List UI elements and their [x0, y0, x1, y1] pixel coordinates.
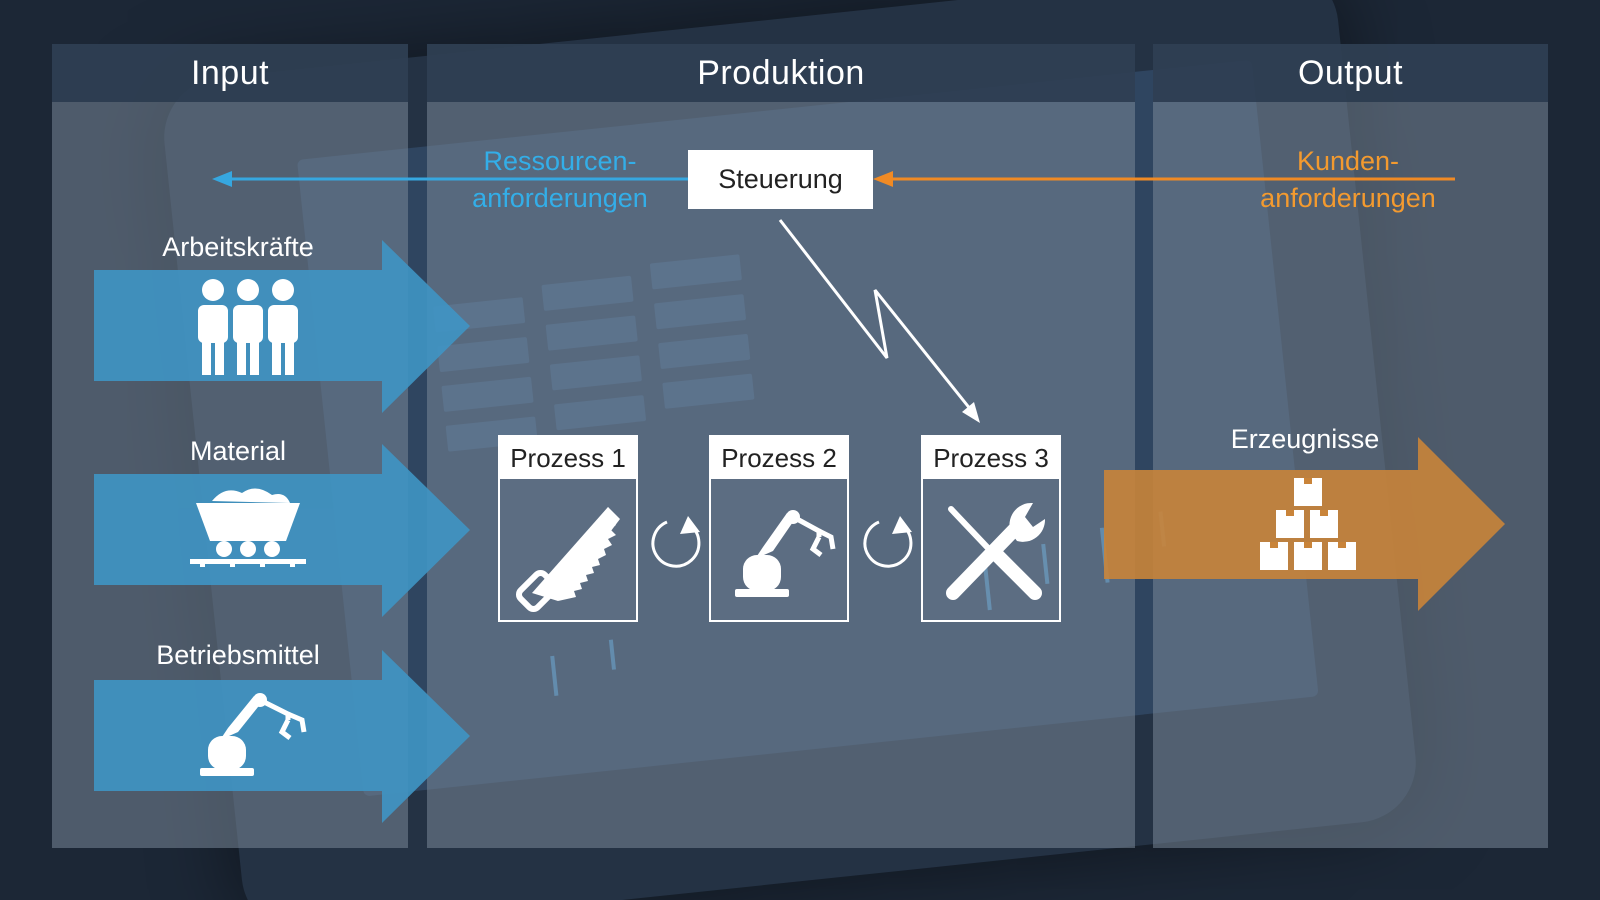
- customer-arrowhead: [873, 171, 893, 187]
- robot-arm-icon: [200, 693, 307, 776]
- output-arrow: [1104, 437, 1505, 611]
- saw-icon: [515, 507, 620, 613]
- process-2-box: Prozess 2: [709, 435, 849, 622]
- robot-arm-icon: [735, 510, 836, 597]
- resource-arrowhead: [212, 171, 232, 187]
- workers-icon: [198, 279, 298, 375]
- process-1-label: Prozess 1: [500, 437, 636, 479]
- process-3-box: Prozess 3: [921, 435, 1061, 622]
- output-label: Erzeugnisse: [1230, 424, 1380, 454]
- process-1-box: Prozess 1: [498, 435, 638, 622]
- wrench-screwdriver-icon: [946, 502, 1046, 600]
- control-signal-line: [778, 219, 977, 416]
- input-label-equipment: Betriebsmittel: [156, 640, 320, 670]
- process-3-label: Prozess 3: [923, 437, 1059, 479]
- cycle-icon-1: [651, 520, 701, 568]
- customer-requirements-line-2: anforderungen: [1260, 183, 1436, 213]
- mine-cart-icon: [190, 488, 306, 567]
- resource-requirements-line-2: anforderungen: [472, 183, 648, 213]
- input-arrow-equipment: [94, 650, 470, 823]
- input-label-material: Material: [189, 436, 287, 466]
- customer-requirements-label: Kunden- anforderungen: [1228, 143, 1468, 217]
- customer-requirements-line-1: Kunden-: [1296, 146, 1400, 176]
- cycle-icon-2: [863, 520, 913, 568]
- boxes-icon: [1260, 478, 1356, 570]
- production-header: Produktion: [427, 44, 1135, 102]
- process-2-label: Prozess 2: [711, 437, 847, 479]
- input-header: Input: [52, 44, 408, 102]
- input-label-workers: Arbeitskräfte: [162, 232, 314, 262]
- resource-requirements-label: Ressourcen- anforderungen: [440, 143, 680, 217]
- resource-requirements-line-1: Ressourcen-: [483, 146, 637, 176]
- output-header: Output: [1153, 44, 1548, 102]
- control-signal-arrowhead: [962, 402, 980, 423]
- steuerung-box: Steuerung: [688, 150, 873, 209]
